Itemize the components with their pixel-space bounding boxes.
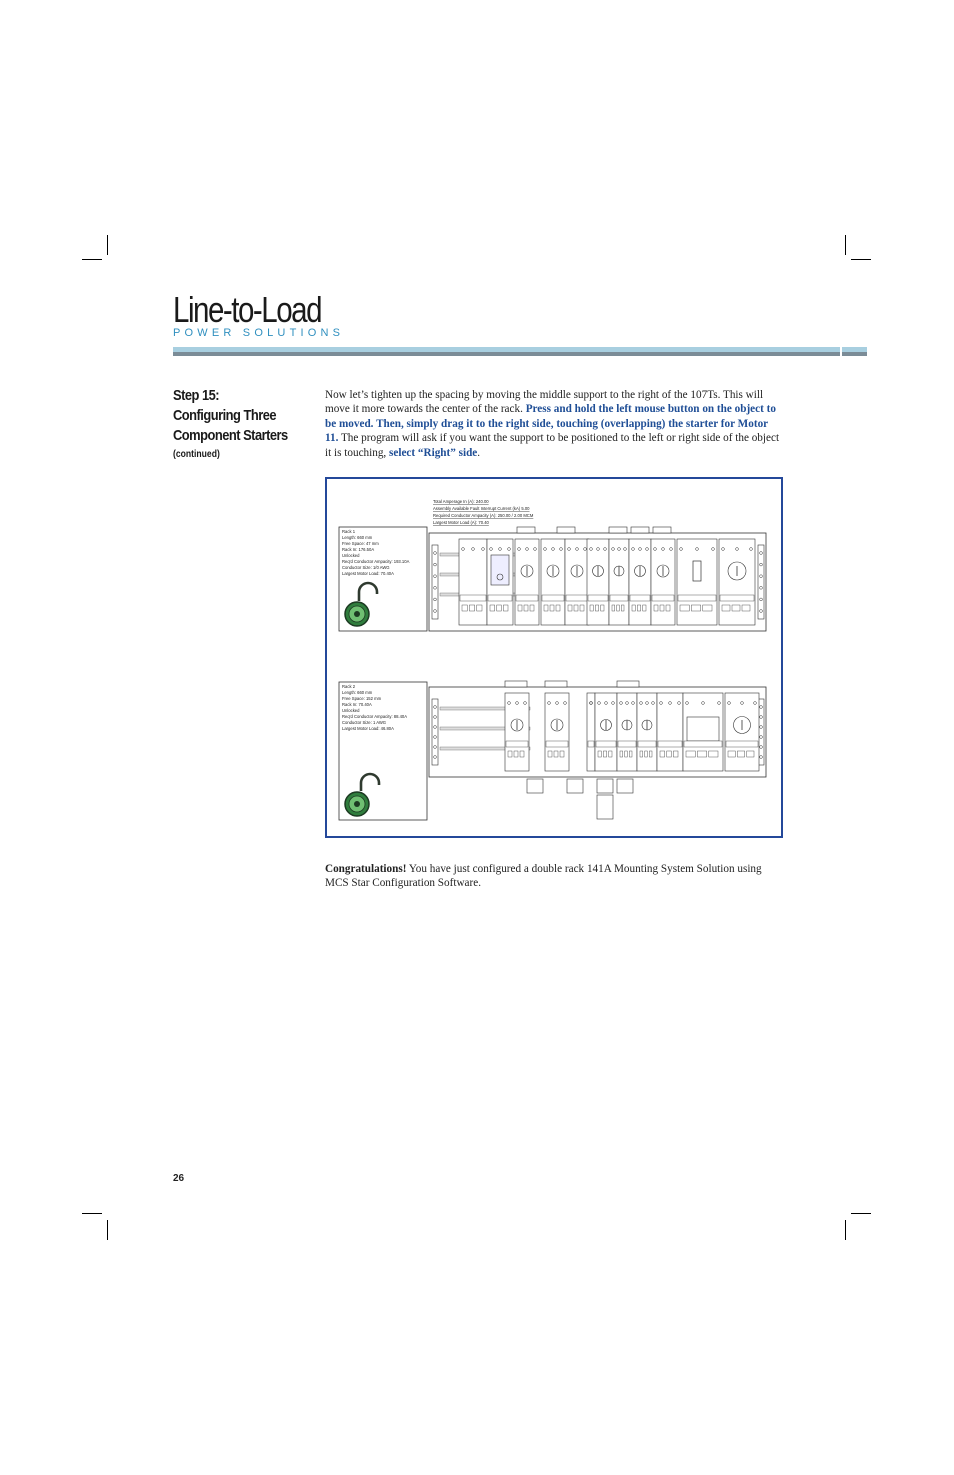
rack-diagram: Total Amperage In (A): 240.00 Assembly A… [338,499,767,821]
crop-mark [107,1220,108,1240]
rack2-info-line: Rack 2 [342,684,356,689]
crop-mark [107,235,108,255]
intro-paragraph: Now let’s tighten up the spacing by movi… [325,389,780,459]
rack2-info-line: Conductor Size: 1 AWG [342,720,386,725]
brand-title: Line-to-Load [173,289,323,330]
rack-1-drawing [428,526,767,632]
rack-configuration-figure: Total Amperage In (A): 240.00 Assembly A… [325,477,783,838]
unlock-icon [344,772,381,817]
rack1-info-line: Length: 660 mm [342,535,373,540]
crop-mark [851,1213,871,1214]
crop-mark [845,235,846,255]
crop-mark [82,259,102,260]
totals-line: Largest Motor Load (A): 70.40 [433,520,490,525]
rack1-info-line: Unlocked [342,553,360,558]
totals-line: Assembly Available Fault Interrupt Curre… [433,506,530,511]
crop-mark [845,1220,846,1240]
brand-subtitle: POWER SOLUTIONS [173,327,345,339]
rack2-info-line: Unlocked [342,708,360,713]
rack2-info-line: Length: 660 mm [342,690,373,695]
header-rule [173,347,867,356]
rack2-info-line: Largest Motor Load: 46.80A [342,726,394,731]
page-number: 26 [173,1173,185,1184]
totals-line: Required Conductor Ampacity (A): 250.00 … [433,513,534,518]
brand-logo: Line-to-Load POWER SOLUTIONS [173,289,354,340]
rack1-info-line: Rack 1 [342,529,356,534]
step-title-line: Component Starters [173,427,288,444]
rack2-info-line: Rack In: 70.40A [342,702,372,707]
rack1-info-line: Rack In: 176.50A [342,547,374,552]
rack1-info-line: Conductor Size: 1/0 AWG [342,565,390,570]
rack1-info-line: Largest Motor Load: 70.40A [342,571,394,576]
step-title-line: Configuring Three [173,407,277,424]
rack1-info-line: Free Space: 47 mm [342,541,379,546]
continued-label: (continued) [173,449,220,460]
crop-mark [851,259,871,260]
step-heading: Step 15: Configuring Three Component Sta… [173,386,313,460]
rack1-info-line: Req'd Conductor Ampacity: 193.10A [342,559,410,564]
totals-line: Total Amperage In (A): 240.00 [433,499,489,504]
rack2-info-line: Free Space: 152 mm [342,696,382,701]
step-number: Step 15: [173,387,220,404]
crop-mark [82,1213,102,1214]
rack-2-drawing [428,680,767,820]
rack2-info-line: Req'd Conductor Ampacity: 88.40A [342,714,407,719]
unlock-icon [344,581,379,627]
closing-paragraph: Congratulations! You have just configure… [325,863,762,890]
